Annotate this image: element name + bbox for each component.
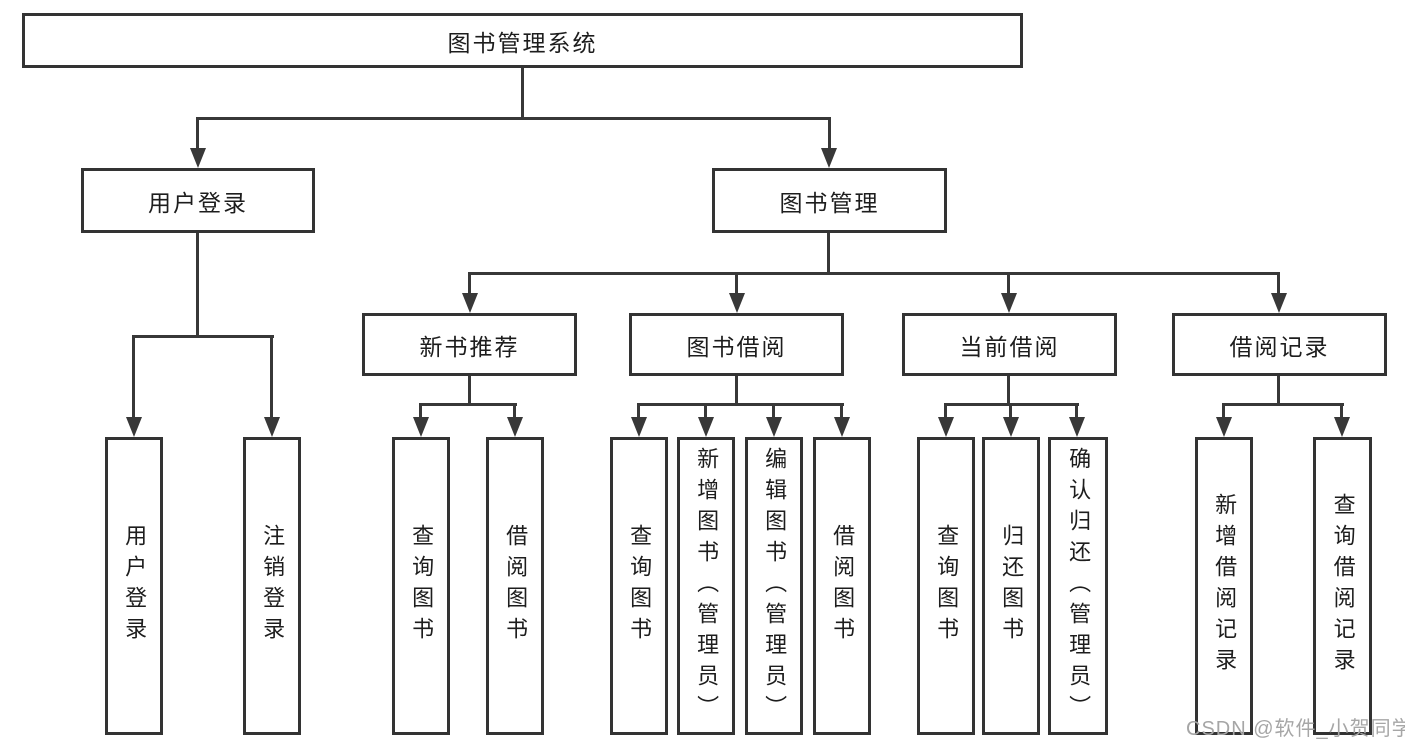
node-borrowing-records-label: 借阅记录 xyxy=(1229,333,1330,360)
connector-line xyxy=(1007,376,1010,405)
csdn-watermark: CSDN @软件_小贺同学 xyxy=(1186,718,1405,740)
node-root-label: 图书管理系统 xyxy=(447,29,598,56)
connector-line xyxy=(1277,274,1280,294)
arrow-down-icon xyxy=(264,417,280,437)
node-confirm-return-admin: 确认归还（管理员） xyxy=(1048,437,1108,735)
node-borrowing-records: 借阅记录 xyxy=(1172,313,1387,376)
connector-line xyxy=(468,272,1280,275)
node-edit-books-admin-label: 编辑图书（管理员） xyxy=(762,446,788,726)
arrow-down-icon xyxy=(190,148,206,168)
node-book-borrowing: 图书借阅 xyxy=(629,313,844,376)
node-book-management: 图书管理 xyxy=(712,168,947,233)
connector-line xyxy=(944,403,1079,406)
node-logout-action-label: 注销登录 xyxy=(260,524,286,648)
arrow-down-icon xyxy=(766,417,782,437)
node-query-borrow-record: 查询借阅记录 xyxy=(1313,437,1372,735)
node-query-books-current: 查询图书 xyxy=(917,437,975,735)
connector-line xyxy=(772,405,775,418)
node-book-management-label: 图书管理 xyxy=(779,189,880,216)
node-query-books-recommend: 查询图书 xyxy=(392,437,450,735)
arrow-down-icon xyxy=(729,293,745,313)
connector-line xyxy=(1007,274,1010,294)
connector-line xyxy=(827,233,830,274)
node-query-books-recommend-label: 查询图书 xyxy=(409,524,435,648)
node-return-books-label: 归还图书 xyxy=(999,524,1025,648)
arrow-down-icon xyxy=(821,148,837,168)
connector-line xyxy=(132,337,135,418)
connector-line xyxy=(270,337,273,418)
arrow-down-icon xyxy=(834,417,850,437)
node-user-login-action-label: 用户登录 xyxy=(122,524,148,648)
node-book-borrowing-label: 图书借阅 xyxy=(686,333,787,360)
connector-line xyxy=(637,405,640,418)
node-add-books-admin-label: 新增图书（管理员） xyxy=(694,446,720,726)
connector-line xyxy=(468,376,471,405)
arrow-down-icon xyxy=(507,417,523,437)
arrow-down-icon xyxy=(1271,293,1287,313)
node-add-borrow-record-label: 新增借阅记录 xyxy=(1212,493,1238,679)
connector-line xyxy=(521,68,524,118)
node-add-books-admin: 新增图书（管理员） xyxy=(677,437,735,735)
connector-line xyxy=(468,274,471,294)
connector-line xyxy=(1340,405,1343,418)
arrow-down-icon xyxy=(413,417,429,437)
arrow-down-icon xyxy=(1001,293,1017,313)
arrow-down-icon xyxy=(1003,417,1019,437)
node-query-books-borrowing: 查询图书 xyxy=(610,437,668,735)
arrow-down-icon xyxy=(631,417,647,437)
connector-line xyxy=(1222,405,1225,418)
arrow-down-icon xyxy=(462,293,478,313)
arrow-down-icon xyxy=(1334,417,1350,437)
arrow-down-icon xyxy=(1216,417,1232,437)
node-user-login-label: 用户登录 xyxy=(148,189,248,216)
connector-line xyxy=(196,117,831,120)
node-current-borrowing: 当前借阅 xyxy=(902,313,1117,376)
connector-line xyxy=(196,231,199,337)
connector-line xyxy=(196,119,199,149)
node-query-borrow-record-label: 查询借阅记录 xyxy=(1330,493,1356,679)
arrow-down-icon xyxy=(1069,417,1085,437)
connector-line xyxy=(513,405,516,418)
node-new-book-recommend-label: 新书推荐 xyxy=(419,333,520,360)
connector-line xyxy=(1222,403,1344,406)
connector-line xyxy=(419,405,422,418)
node-edit-books-admin: 编辑图书（管理员） xyxy=(745,437,803,735)
node-add-borrow-record: 新增借阅记录 xyxy=(1195,437,1253,735)
connector-line xyxy=(828,119,831,149)
connector-line xyxy=(704,405,707,418)
arrow-down-icon xyxy=(126,417,142,437)
connector-line xyxy=(840,405,843,418)
node-logout-action: 注销登录 xyxy=(243,437,301,735)
arrow-down-icon xyxy=(698,417,714,437)
connector-line xyxy=(132,335,274,338)
node-borrow-books-recommend-label: 借阅图书 xyxy=(503,524,529,648)
connector-line xyxy=(735,274,738,294)
node-query-books-current-label: 查询图书 xyxy=(934,524,960,648)
node-user-login: 用户登录 xyxy=(81,168,315,233)
connector-line xyxy=(1009,405,1012,418)
node-root: 图书管理系统 xyxy=(22,13,1023,68)
node-new-book-recommend: 新书推荐 xyxy=(362,313,577,376)
node-borrow-books-label: 借阅图书 xyxy=(830,524,856,648)
node-current-borrowing-label: 当前借阅 xyxy=(959,333,1060,360)
node-user-login-action: 用户登录 xyxy=(105,437,163,735)
connector-line xyxy=(637,403,844,406)
node-confirm-return-admin-label: 确认归还（管理员） xyxy=(1066,446,1092,726)
node-query-books-borrowing-label: 查询图书 xyxy=(627,524,653,648)
connector-line xyxy=(735,376,738,405)
node-borrow-books: 借阅图书 xyxy=(813,437,871,735)
connector-line xyxy=(419,403,517,406)
connector-line xyxy=(1075,405,1078,418)
node-return-books: 归还图书 xyxy=(982,437,1040,735)
connector-line xyxy=(1277,376,1280,405)
connector-line xyxy=(944,405,947,418)
arrow-down-icon xyxy=(938,417,954,437)
node-borrow-books-recommend: 借阅图书 xyxy=(486,437,544,735)
